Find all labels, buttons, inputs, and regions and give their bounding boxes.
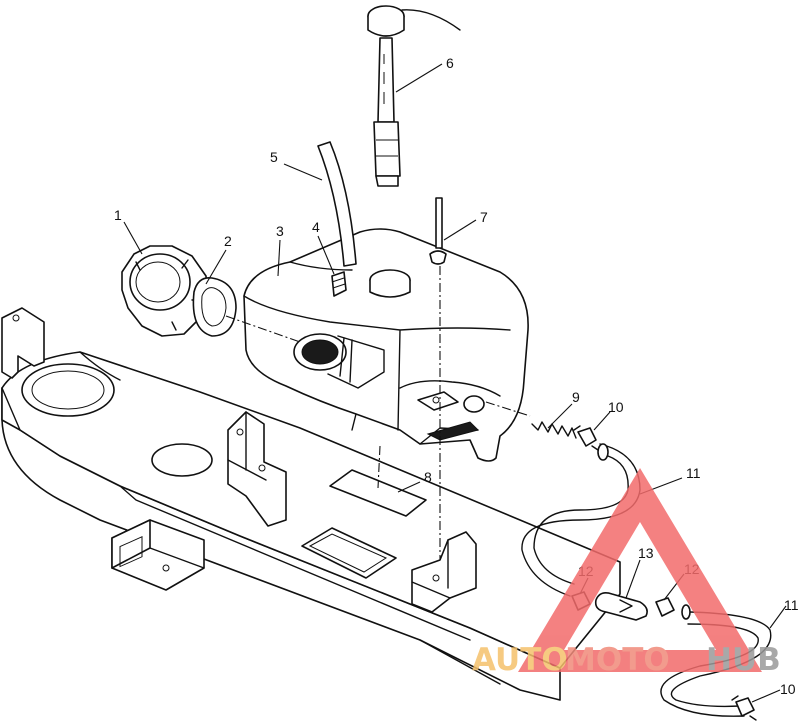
callout-3: 3 [276, 223, 284, 239]
callout-11-upper: 11 [686, 465, 701, 481]
fuel-tank [243, 228, 529, 462]
tank-pin [429, 197, 447, 265]
rail-cutout [301, 527, 397, 579]
watermark-text-hub: HUB [706, 642, 781, 678]
watermark-logo: AUTO MOTO HUB [472, 468, 781, 678]
fuel-gauge-sender [367, 5, 461, 187]
rail-bracket-left [227, 411, 287, 527]
callout-4: 4 [312, 219, 320, 235]
fuel-filter [594, 592, 648, 621]
hose-clamp-upper [573, 425, 599, 451]
callout-9: 9 [572, 389, 580, 405]
center-line [485, 401, 531, 417]
callout-8: 8 [424, 469, 432, 485]
callout-10-upper: 10 [608, 399, 624, 415]
rail-bracket-right [411, 531, 477, 613]
tank-pad [329, 469, 427, 517]
callout-11-lower: 11 [784, 597, 799, 613]
left-mount-bracket [1, 307, 45, 379]
cap-gasket [192, 276, 237, 337]
fuel-hose [521, 443, 641, 597]
callout-13: 13 [638, 545, 654, 561]
callout-7: 7 [480, 209, 488, 225]
watermark-text-moto: MOTO [565, 642, 670, 678]
spring [531, 421, 577, 439]
center-line [225, 315, 301, 343]
callout-6: 6 [446, 55, 454, 71]
center-line [377, 445, 381, 489]
watermark-text-auto: AUTO [472, 642, 568, 678]
receiver-tube [111, 519, 205, 591]
watermark-triangle [518, 468, 762, 672]
callout-10-lower: 10 [780, 681, 796, 697]
hose-clamp-lower [731, 695, 757, 721]
callout-5: 5 [270, 149, 278, 165]
callout-1: 1 [114, 207, 122, 223]
vent-hose [317, 141, 357, 267]
callout-2: 2 [224, 233, 232, 249]
hose-clamp-12-right [655, 597, 691, 620]
